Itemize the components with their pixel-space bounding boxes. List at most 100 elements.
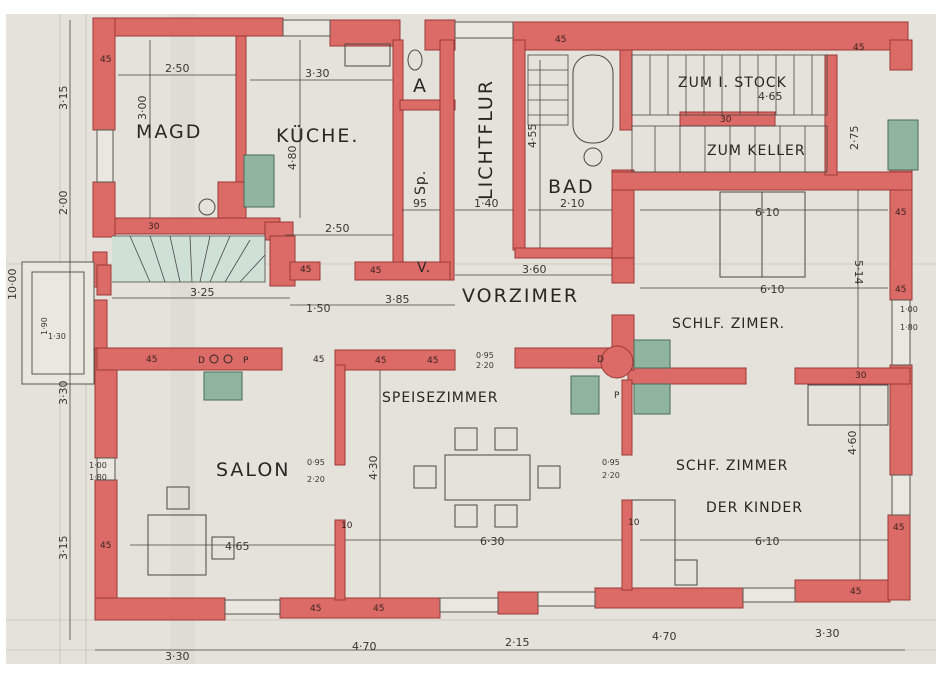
dim-door-5: 0·95 xyxy=(602,458,620,467)
dim-schlf-h: 5·14 xyxy=(852,260,865,285)
dim-bottom-5: 3·30 xyxy=(815,627,840,640)
schlf-stove xyxy=(633,339,671,369)
dim-schlf-w2: 6·10 xyxy=(760,283,785,296)
label-bad: BAD xyxy=(548,176,595,198)
label-vorzimer: VORZIMER xyxy=(462,285,579,307)
wt-3: 45 xyxy=(853,43,864,53)
dim-door-4: 2·20 xyxy=(307,475,325,484)
dim-magd-h: 3·00 xyxy=(136,96,149,121)
label-v: V. xyxy=(417,260,431,276)
wt-11: 45 xyxy=(895,208,906,218)
wt-14: 45 xyxy=(100,541,111,551)
label-sp: Sp. xyxy=(413,170,429,195)
dining-table xyxy=(444,454,531,501)
wt-4: 30 xyxy=(148,222,160,232)
wt-21: 10 xyxy=(341,521,353,531)
label-schf-zimmer: SCHF. ZIMMER xyxy=(676,458,788,474)
dim-door-6: 2·20 xyxy=(602,471,620,480)
dim-stair: 1·90 xyxy=(40,317,49,335)
dim-left-top: 3·15 xyxy=(57,86,70,111)
room-labels: MAGD KÜCHE. A Sp. V. LICHTFLUR BAD ZUM I… xyxy=(136,75,806,516)
wt-15: 45 xyxy=(310,604,321,614)
dim-vorz-c: 3·85 xyxy=(385,293,410,306)
kinder-wardrobe xyxy=(807,384,889,426)
dimension-lines xyxy=(69,20,905,651)
dim-bottom-1: 3·30 xyxy=(165,650,190,663)
dim-bottom-4: 4·70 xyxy=(652,630,677,643)
wt-6: 45 xyxy=(370,266,381,276)
dim-door-2: 2·20 xyxy=(476,361,494,370)
dim-right-top: 2·75 xyxy=(848,126,861,151)
dim-door-3: 0·95 xyxy=(307,458,325,467)
wt-10: 45 xyxy=(427,356,438,366)
dim-speise-h: 4·30 xyxy=(367,456,380,481)
wt-1: 45 xyxy=(100,55,111,65)
mark-p-2: P xyxy=(614,391,620,401)
dim-left-mid: 2·00 xyxy=(57,191,70,216)
dim-edge: 10·00 xyxy=(6,269,19,301)
dim-bottom-2: 4·70 xyxy=(352,640,377,653)
dim-speise-w: 6·30 xyxy=(480,535,505,548)
windows xyxy=(21,19,911,615)
wt-18: 45 xyxy=(893,523,904,533)
dim-lichtflur-w: 1·40 xyxy=(474,197,499,210)
kitchen-sink xyxy=(344,43,391,67)
dim-bad-w: 2·10 xyxy=(560,197,585,210)
corner-planter xyxy=(887,119,919,171)
dim-bottom-3: 2·15 xyxy=(505,636,530,649)
magd-basin xyxy=(198,198,216,216)
wt-5: 45 xyxy=(300,265,311,275)
mark-d-2: D xyxy=(597,355,604,365)
furniture xyxy=(112,43,889,586)
dim-win-3: 1·00 xyxy=(89,461,107,470)
bath-basin xyxy=(583,147,603,167)
dim-kinder-w: 6·10 xyxy=(755,535,780,548)
label-magd: MAGD xyxy=(136,121,202,143)
main-stair xyxy=(631,54,828,173)
wt-2: 45 xyxy=(555,35,566,45)
wall-thickness-labels: 45 45 45 30 45 45 45 45 45 45 45 45 30 4… xyxy=(100,35,906,614)
wt-19: 30 xyxy=(720,115,732,125)
kinder-stove xyxy=(633,383,671,415)
label-a: A xyxy=(413,75,428,97)
dim-stock-w: 4·65 xyxy=(758,90,783,103)
dim-stair2: 1·30 xyxy=(48,332,66,341)
dim-schlf-w: 6·10 xyxy=(755,206,780,219)
dim-vorz-b: 1·50 xyxy=(306,302,331,315)
door-marks: D P D P xyxy=(198,354,620,401)
dim-win-2: 1·80 xyxy=(900,323,918,332)
dimension-texts: 2·50 3·00 3·30 4·80 2·50 95 1·40 2·10 4·… xyxy=(6,62,918,663)
label-kuche: KÜCHE. xyxy=(276,124,359,147)
label-speisezimmer: SPEISEZIMMER xyxy=(382,390,499,406)
label-lichtflur: LICHTFLUR xyxy=(475,79,497,200)
dim-magd-w: 2·50 xyxy=(165,62,190,75)
dim-left-bot: 3·15 xyxy=(57,536,70,561)
dim-kinder-h: 4·60 xyxy=(846,431,859,456)
wt-8: 45 xyxy=(313,355,324,365)
dim-kuche-inner: 2·50 xyxy=(325,222,350,235)
speise-stove xyxy=(570,375,600,415)
dim-win-4: 1·80 xyxy=(89,473,107,482)
wt-9: 45 xyxy=(375,356,386,366)
bathtub xyxy=(572,54,614,144)
paper-sheet xyxy=(6,14,936,664)
label-zum-keller: ZUM KELLER xyxy=(707,143,806,159)
dim-door-1: 0·95 xyxy=(476,351,494,360)
wt-17: 45 xyxy=(850,587,861,597)
label-schlf-zimer: SCHLF. ZIMER. xyxy=(672,316,785,332)
wt-16: 45 xyxy=(373,604,384,614)
bath-steps xyxy=(527,54,569,126)
label-der-kinder: DER KINDER xyxy=(706,500,803,516)
paper-fold-shade xyxy=(170,14,195,664)
dim-vorz-a: 3·25 xyxy=(190,286,215,299)
label-zum-stock: ZUM I. STOCK xyxy=(678,75,787,91)
wc xyxy=(407,49,423,71)
walls xyxy=(92,17,913,621)
wt-7: 45 xyxy=(146,355,157,365)
wt-20: 10 xyxy=(628,518,640,528)
wt-13: 30 xyxy=(855,371,867,381)
label-salon: SALON xyxy=(216,459,291,481)
mark-d-1: D xyxy=(198,356,205,366)
dim-salon-w: 4·65 xyxy=(225,540,250,553)
wt-12: 45 xyxy=(895,285,906,295)
